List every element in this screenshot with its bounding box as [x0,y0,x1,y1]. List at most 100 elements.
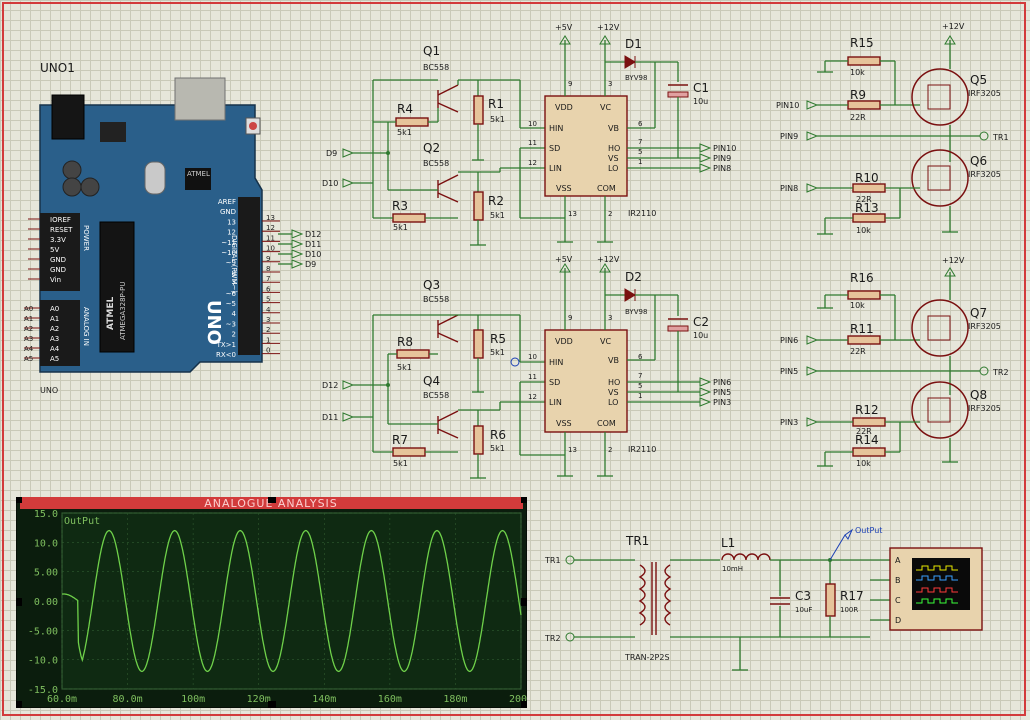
small-chip-brand: ATMEL [187,170,210,178]
arduino-digital-pin: ~5 [226,300,236,308]
resize-handle-ml[interactable] [16,598,22,606]
q6[interactable] [911,149,969,207]
output-stage[interactable]: TR1 TR2 TR1 TRAN-2P2S L1 10mH C3 10uF R1… [544,526,983,671]
r14[interactable] [852,447,886,457]
arduino-analog-pin-outer: A5 [24,355,33,363]
driver-bottom[interactable]: D12 D11 Q3 BC558 Q4 BC558 R8 5k1 R7 5k1 … [322,255,731,479]
d2[interactable] [624,288,636,302]
u1-pin-vss: VSS [556,184,572,193]
r11-value: 22R [850,347,866,356]
arduino-digital-pin: 7 [232,280,236,288]
y-tick: -5.00 [28,626,58,637]
capacitor-2 [80,177,100,197]
scope-ch-b: B [895,576,901,585]
d1[interactable] [624,55,636,69]
ir2110-top[interactable] [544,95,628,197]
r9[interactable] [847,100,881,110]
r7[interactable] [392,447,426,457]
u1-out-pin8: PIN8 [713,164,731,173]
u2-num-5: 5 [638,382,642,390]
tr1-in-terminal[interactable] [565,555,575,565]
bridge-bottom[interactable]: R16 10k R11 22R PIN6 Q7 IRF3205 +12V PIN… [780,256,1009,468]
r8[interactable] [396,349,430,359]
r5[interactable] [473,329,484,359]
bridge-top[interactable]: R15 10k R9 22R PIN10 Q5 IRF3205 +12V PIN… [776,22,1009,235]
arduino-analog-pin: A1 [50,315,59,323]
y-tick: 5.00 [34,568,58,579]
arduino-left-pin: GND [50,256,66,264]
u2-num-6: 6 [638,353,643,361]
arduino-uno[interactable]: UNO1 ATMEL ATMEL ATMEGA328P-PU UNO POWER… [24,61,280,395]
u2-pin-sd: SD [549,378,560,387]
analogue-analysis-graph[interactable]: ANALOGUE ANALYSIS OutPut 15.010.05.000.0… [16,497,527,708]
u1-out-pin10: PIN10 [713,144,736,153]
r17[interactable] [825,583,836,617]
u2-pin-ho: HO [608,378,620,387]
c2[interactable] [667,325,689,332]
r13[interactable] [852,213,886,223]
u2-pin-com: COM [597,419,616,428]
resize-handle-bl[interactable] [16,701,22,708]
resize-handle-bc[interactable] [268,701,276,708]
cursor-marker [510,357,520,367]
u1-pin-com: COM [597,184,616,193]
resize-handle-tl[interactable] [16,497,22,503]
r10[interactable] [852,183,886,193]
arduino-analog-pin: A0 [50,305,59,313]
tr2-in-terminal[interactable] [565,632,575,642]
graph-title: ANALOGUE ANALYSIS [204,497,338,510]
r12[interactable] [852,417,886,427]
r11[interactable] [847,335,881,345]
resize-handle-tr[interactable] [521,497,527,503]
arduino-analog-pin: A2 [50,325,59,333]
u1-pin-sd: SD [549,144,560,153]
q7[interactable] [911,299,969,357]
r3-name: R3 [392,199,408,213]
u1-num-3: 3 [608,80,612,88]
r3[interactable] [392,213,426,223]
tr1-terminal[interactable] [979,131,989,141]
probe-icon[interactable] [844,528,854,540]
r15-name: R15 [850,36,874,50]
driver-top[interactable]: D9 D10 Q1 BC558 Q2 BC558 R4 5k1 R3 5k1 [322,23,736,246]
q5[interactable] [911,68,969,126]
c1[interactable] [667,91,689,98]
r4-name: R4 [397,102,413,116]
ir2110-bottom[interactable] [544,329,628,433]
arduino-digital-num: 1 [266,336,270,344]
r5-value: 5k1 [490,348,505,357]
arduino-digital-pin: GND [220,208,236,216]
r15[interactable] [847,56,881,66]
u1-pin-vdd: VDD [555,103,573,112]
tr2-terminal[interactable] [979,366,989,376]
q7-type: IRF3205 [968,322,1001,331]
r6[interactable] [473,425,484,455]
r6-name: R6 [490,428,506,442]
analog-header [40,300,80,366]
arduino-digital-pin: ~10 [221,249,236,257]
u1-num-2: 2 [608,210,612,218]
r2[interactable] [473,191,484,221]
arduino-digital-pin: 13 [227,218,236,226]
q8[interactable] [911,381,969,439]
l1[interactable] [721,553,771,561]
bt-pin9: PIN9 [780,132,798,141]
r16[interactable] [847,290,881,300]
r16-value: 10k [850,301,865,310]
power-header [40,213,80,291]
u1-pin-vc: VC [600,103,611,112]
q3-type: BC558 [423,295,449,304]
r1[interactable] [473,95,484,125]
resize-handle-tc[interactable] [268,497,276,503]
power-label: POWER [82,225,90,251]
resize-handle-br[interactable] [521,701,527,708]
resize-handle-mr[interactable] [521,598,527,606]
r8-name: R8 [397,335,413,349]
u2-supply-12v: +12V [597,255,620,264]
r4[interactable] [395,117,429,127]
